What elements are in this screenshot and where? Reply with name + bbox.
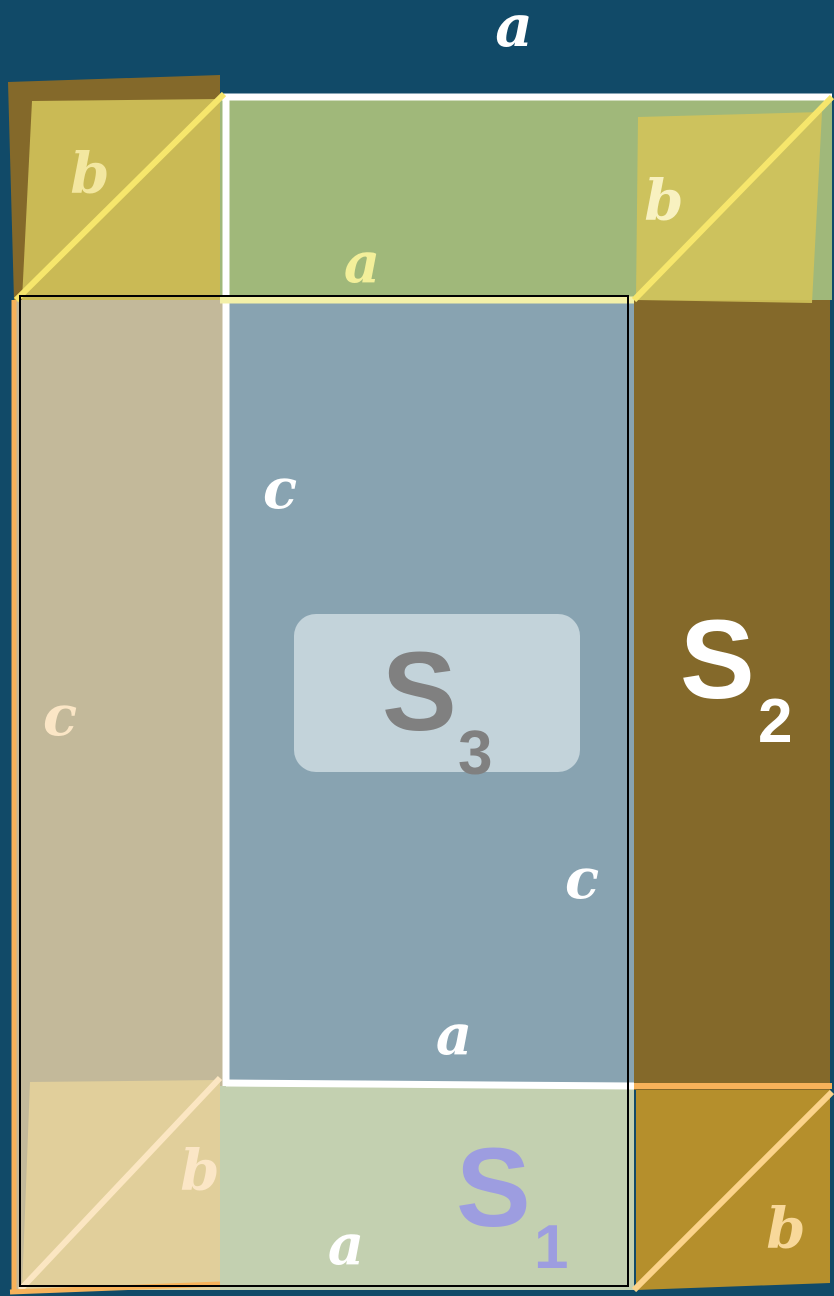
diagonal-bottom-right [631,1089,834,1293]
label-c-left-strip: c [43,683,77,749]
s3-box [294,614,580,772]
label-b-top-left: b [70,141,109,207]
label-a-inner-bottom: a [436,1002,472,1068]
diagonal-bottom-left [17,1075,223,1293]
bottom-band [220,1086,634,1290]
label-a-bottom: a [328,1212,364,1278]
s2-letter: S [680,597,755,722]
s3-letter: S [382,629,457,754]
label-b-bottom-left: b [180,1138,219,1204]
label-a-upper: a [344,230,380,296]
s2-subscript: 2 [758,687,792,756]
diagonal-top-right [631,94,834,303]
label-b-bottom-right: b [766,1196,805,1262]
diagonal-top-left [13,91,227,303]
right-strip [634,300,830,1090]
square-top-right [636,112,822,303]
s3-subscript: 3 [458,719,492,788]
label-c-inner-lower: c [565,846,599,912]
center-bottom-edge [225,1079,635,1090]
s1-subscript: 1 [534,1213,568,1282]
outline-frame [19,295,629,1287]
label-b-top-right: b [644,168,683,234]
label-top-a: a [495,0,533,60]
label-c-inner-upper: c [263,456,297,522]
s1-letter: S [456,1125,531,1250]
